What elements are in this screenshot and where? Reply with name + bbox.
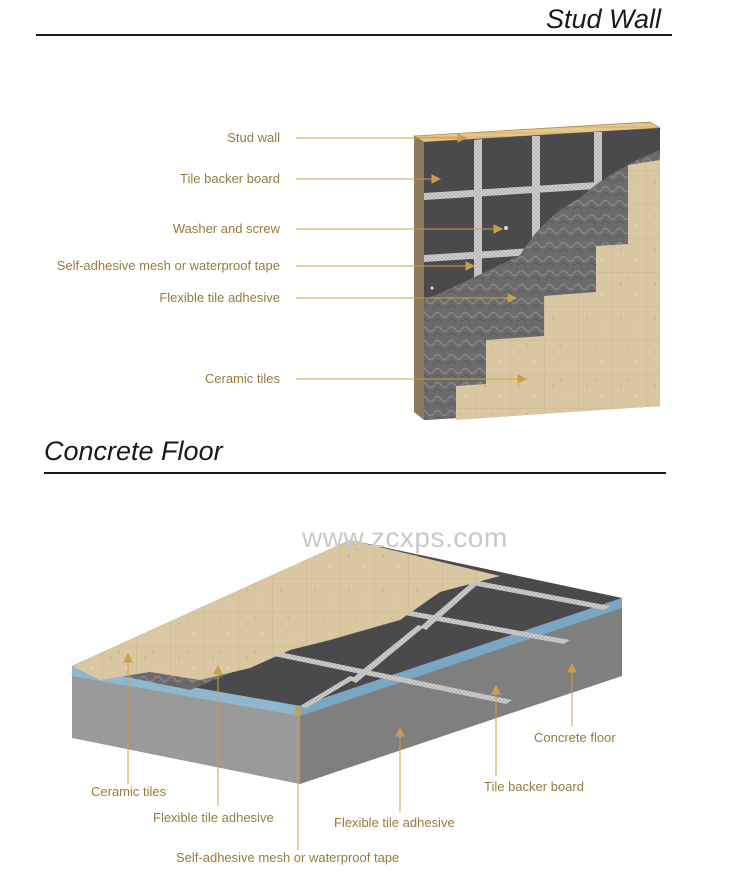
waterproof-band-right	[300, 598, 622, 716]
stud-wall-title-rule	[36, 34, 672, 36]
stud-wall-title: Stud Wall	[546, 4, 662, 34]
label-washer-and-screw: Washer and screw	[172, 221, 280, 236]
label-flexible-tile-adhesive-right: Flexible tile adhesive	[334, 815, 455, 830]
washer-screw	[430, 286, 434, 290]
wall-side-edge	[414, 136, 424, 420]
label-tile-backer-board-floor: Tile backer board	[484, 779, 584, 794]
label-tile-backer-board: Tile backer board	[180, 171, 280, 186]
label-flexible-tile-adhesive-left: Flexible tile adhesive	[153, 810, 274, 825]
ceramic-tiles-wall	[456, 160, 660, 420]
watermark: www.zcxps.com	[302, 522, 508, 553]
washer-screw	[504, 226, 508, 230]
ceramic-tiles-floor	[72, 540, 500, 680]
concrete-floor-title-rule	[44, 472, 666, 474]
concrete-slab-left	[72, 670, 300, 784]
waterproof-band-left	[72, 666, 300, 716]
concrete-floor-illustration	[72, 540, 622, 784]
stud-wall-leaders	[296, 133, 528, 384]
concrete-floor-leaders	[123, 652, 577, 850]
concrete-floor-title: Concrete Floor	[44, 436, 223, 466]
label-mesh-or-tape: Self-adhesive mesh or waterproof tape	[56, 258, 280, 273]
label-stud-wall: Stud wall	[227, 130, 280, 145]
label-ceramic-tiles-floor: Ceramic tiles	[91, 784, 167, 799]
label-ceramic-tiles: Ceramic tiles	[204, 371, 280, 386]
label-concrete-floor: Concrete floor	[534, 730, 616, 745]
label-mesh-or-tape-floor: Self-adhesive mesh or waterproof tape	[176, 850, 400, 865]
label-flexible-tile-adhesive: Flexible tile adhesive	[159, 290, 280, 305]
stud-wall-illustration	[412, 121, 662, 420]
